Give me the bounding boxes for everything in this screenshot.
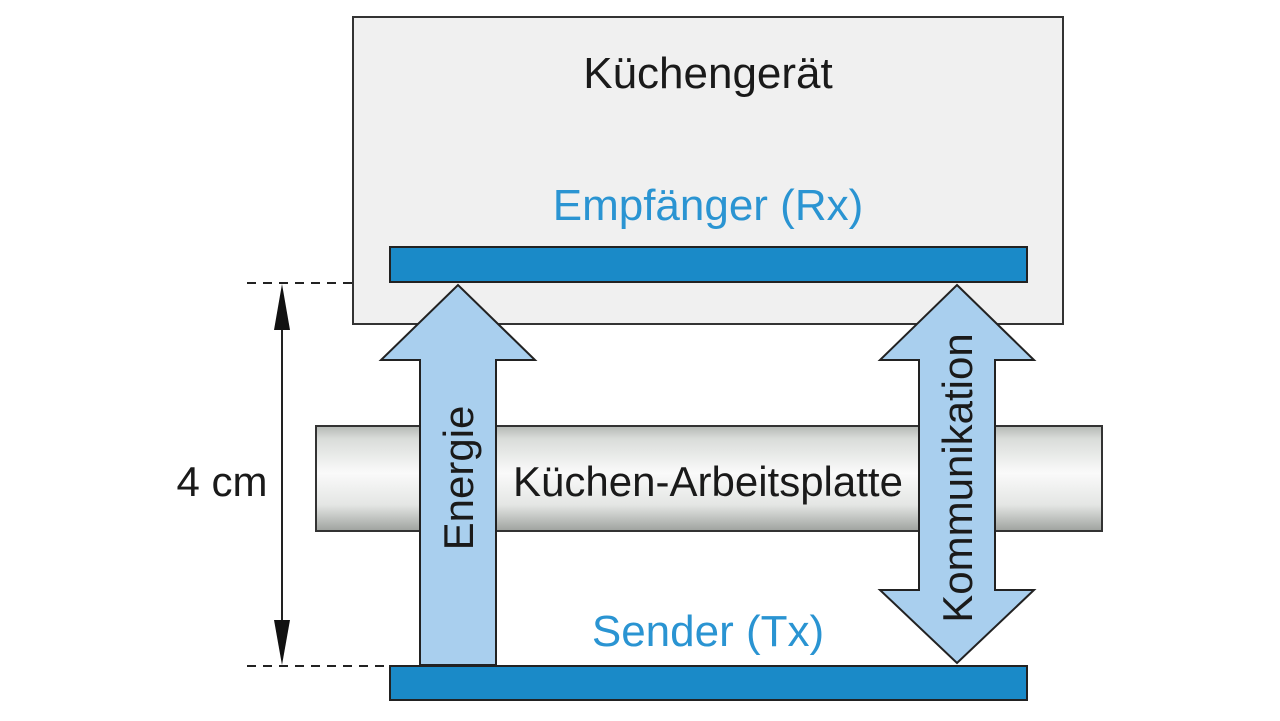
distance-label: 4 cm [176,458,267,505]
dimension-arrowhead-up [274,284,290,330]
countertop-label: Küchen-Arbeitsplatte [513,458,903,505]
transmitter-label: Sender (Tx) [592,607,824,656]
communication-arrow [877,283,1037,665]
energy-arrow [378,283,538,666]
receiver-label: Empfänger (Rx) [553,181,864,230]
transmitter-coil [389,665,1028,701]
appliance-label: Küchengerät [583,49,833,98]
communication-arrow-label: Kommunikation [934,333,981,622]
receiver-coil [389,246,1028,283]
dimension-arrowhead-down [274,620,290,665]
energy-arrow-label: Energie [435,406,482,551]
